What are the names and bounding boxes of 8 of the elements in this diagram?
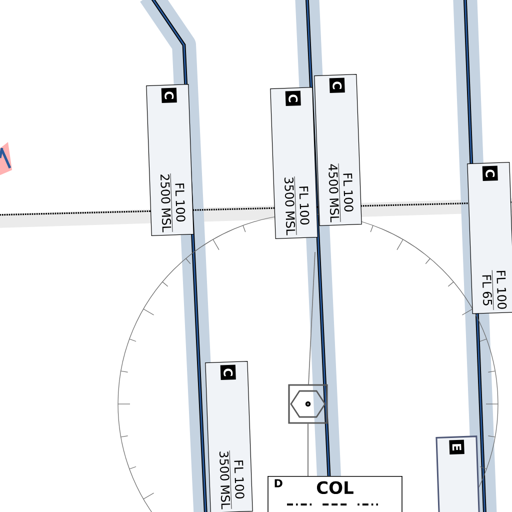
airspace-label-box: C FL 100 3500 MSL xyxy=(270,87,318,239)
airspace-label-box xyxy=(436,436,480,512)
airspace-label-box: C FL 100 3500 MSL xyxy=(205,361,253,512)
navaid-ident-box: D COL xyxy=(268,476,402,512)
airspace-label-box: C FL 100 FL 65 xyxy=(467,162,512,314)
airspace-label-box: C FL 100 4500 MSL xyxy=(314,74,362,226)
airspace-label-box: C FL 100 2500 MSL xyxy=(146,84,194,236)
vor-symbol xyxy=(288,384,328,424)
